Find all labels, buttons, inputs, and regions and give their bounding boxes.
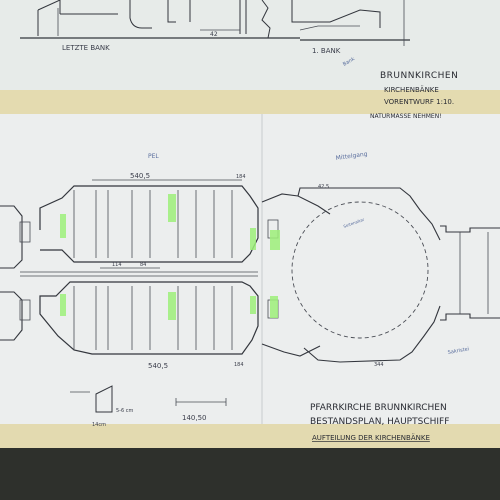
upper-title-line2: KIRCHENBÄNKE <box>384 85 439 94</box>
dim-low-left: 5-6 cm <box>116 408 134 414</box>
title-line3: AUFTEILUNG DER KIRCHENBÄNKE <box>312 433 430 442</box>
note-altar: Mittelgang <box>335 151 368 162</box>
small-note: Bank <box>342 56 356 68</box>
dim-small-1: 114 <box>112 262 122 268</box>
upper-title-line4: NATURMASSE NEHMEN! <box>370 113 442 120</box>
highlight-marks <box>60 194 280 320</box>
dim-small-2: 84 <box>140 262 146 268</box>
dim-nave-right: 42,5 <box>318 184 329 190</box>
dim-low-left2: 14cm <box>92 422 106 428</box>
dim-right-top: 184 <box>236 174 246 180</box>
dim-top: 540,5 <box>130 172 150 180</box>
title-line1: PFARRKIRCHE BRUNNKIRCHEN <box>310 403 447 413</box>
lower-title-block: PFARRKIRCHE BRUNNKIRCHEN BESTANDSPLAN, H… <box>310 403 449 442</box>
upper-title-line1: BRUNNKIRCHEN <box>380 71 458 81</box>
dim-lower: 140,50 <box>182 414 207 422</box>
dim-42: 42 <box>210 31 218 38</box>
detail-sketch <box>70 385 227 413</box>
bench-section-drawing <box>20 0 410 46</box>
dim-nave-bottom: 344 <box>374 362 384 368</box>
dim-bottom: 540,5 <box>148 362 168 370</box>
dim-right-bottom: 184 <box>234 362 244 368</box>
floor-plan <box>0 179 500 363</box>
lower-sheet <box>0 114 500 426</box>
upper-title-block: BRUNNKIRCHEN KIRCHENBÄNKE VORENTWURF 1:1… <box>370 71 458 120</box>
tape-strip-bottom <box>0 424 500 448</box>
note-top-left: PEL <box>148 153 159 160</box>
title-line2: BESTANDSPLAN, HAUPTSCHIFF <box>310 417 449 427</box>
table-surface <box>0 448 500 500</box>
upper-title-line3: VORENTWURF 1:10. <box>384 98 454 106</box>
label-last-bench: LETZTE BANK <box>62 44 110 52</box>
upper-sheet <box>0 0 500 98</box>
note-right: Sakristei <box>447 346 469 356</box>
tape-strip <box>0 90 500 116</box>
label-first-bench: 1. BANK <box>312 47 341 55</box>
